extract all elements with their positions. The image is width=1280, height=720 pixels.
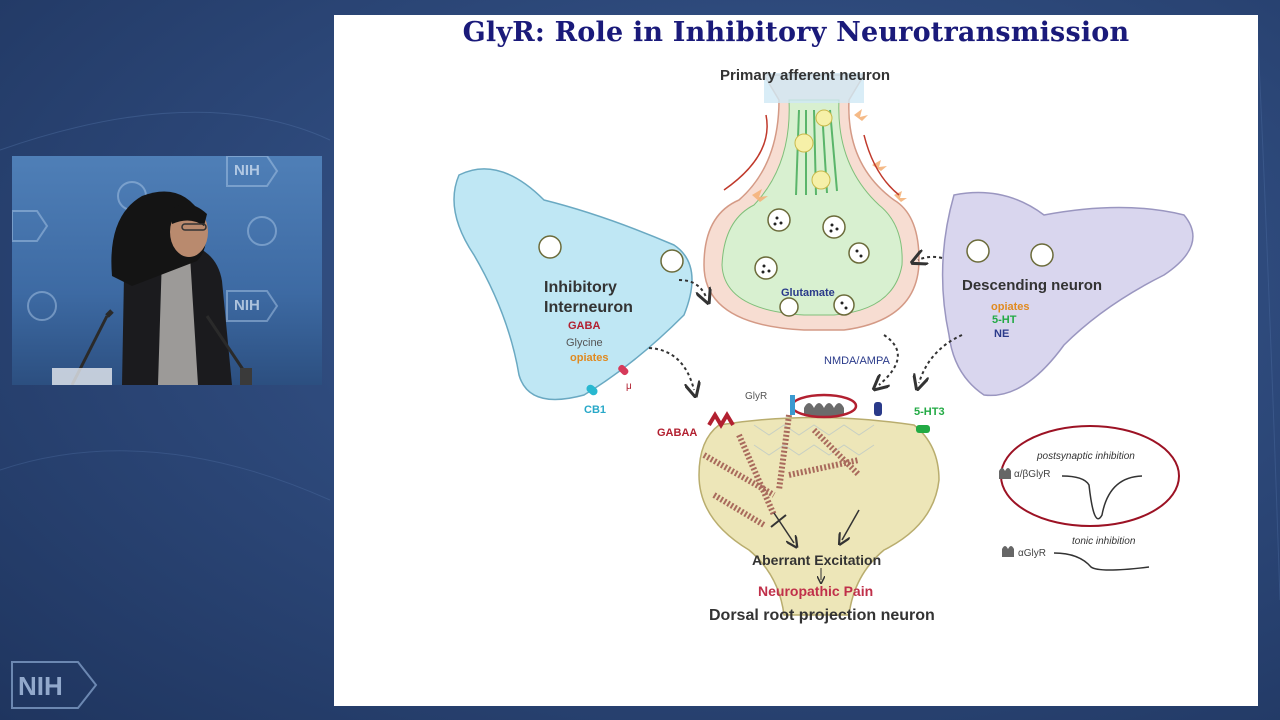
- label-ab-glyr: α/βGlyR: [1014, 469, 1051, 480]
- nih-logo-text: NIH: [18, 671, 63, 701]
- speaker-video: NIH NIH: [12, 156, 322, 385]
- dorsal-projection-neuron: [698, 416, 940, 616]
- svg-text:NIH: NIH: [234, 162, 260, 179]
- label-a-glyr: αGlyR: [1018, 548, 1047, 559]
- label-tonic-inhibition: tonic inhibition: [1072, 536, 1136, 547]
- label-postsynaptic-inhibition: postsynaptic inhibition: [1037, 451, 1135, 462]
- label-descending-neuron: Descending neuron: [962, 277, 1103, 294]
- tonic-trace: [1053, 552, 1150, 571]
- label-mu: μ: [626, 381, 632, 392]
- label-glycine: Glycine: [566, 337, 603, 349]
- label-primary-afferent: Primary afferent neuron: [720, 67, 891, 84]
- label-5ht3: 5-HT3: [914, 406, 945, 418]
- nih-logo: NIH: [11, 661, 98, 709]
- neurotransmission-diagram: [453, 73, 1194, 616]
- svg-text:NIH: NIH: [234, 297, 260, 314]
- label-nmda-ampa: NMDA/AMPA: [824, 355, 890, 367]
- slide-title: GlyR: Role in Inhibitory Neurotransmissi…: [462, 17, 1130, 48]
- label-cb1: CB1: [584, 404, 607, 416]
- descending-neuron-cell: [941, 191, 1194, 397]
- label-ne: NE: [994, 328, 1010, 340]
- label-glutamate: Glutamate: [781, 287, 835, 299]
- label-neuropathic-pain: Neuropathic Pain: [758, 583, 874, 599]
- label-opiates-left: opiates: [570, 352, 609, 364]
- label-gaba: GABA: [568, 320, 601, 332]
- label-gabaa: GABAA: [657, 427, 698, 439]
- inhibitory-interneuron-cell: [453, 168, 693, 401]
- speaker-image: NIH NIH: [12, 156, 279, 385]
- postsynaptic-trace: [1061, 475, 1143, 520]
- label-inhibitory-interneuron: Inhibitory Interneuron: [544, 279, 633, 316]
- label-opiates-right: opiates: [991, 301, 1030, 313]
- label-aberrant-excitation: Aberrant Excitation: [752, 552, 882, 568]
- label-glyr: GlyR: [745, 391, 768, 402]
- label-5ht: 5-HT: [992, 314, 1017, 326]
- presentation-slide: GlyR: Role in Inhibitory Neurotransmissi…: [334, 15, 1258, 706]
- label-dorsal-root-projection-neuron: Dorsal root projection neuron: [709, 607, 935, 624]
